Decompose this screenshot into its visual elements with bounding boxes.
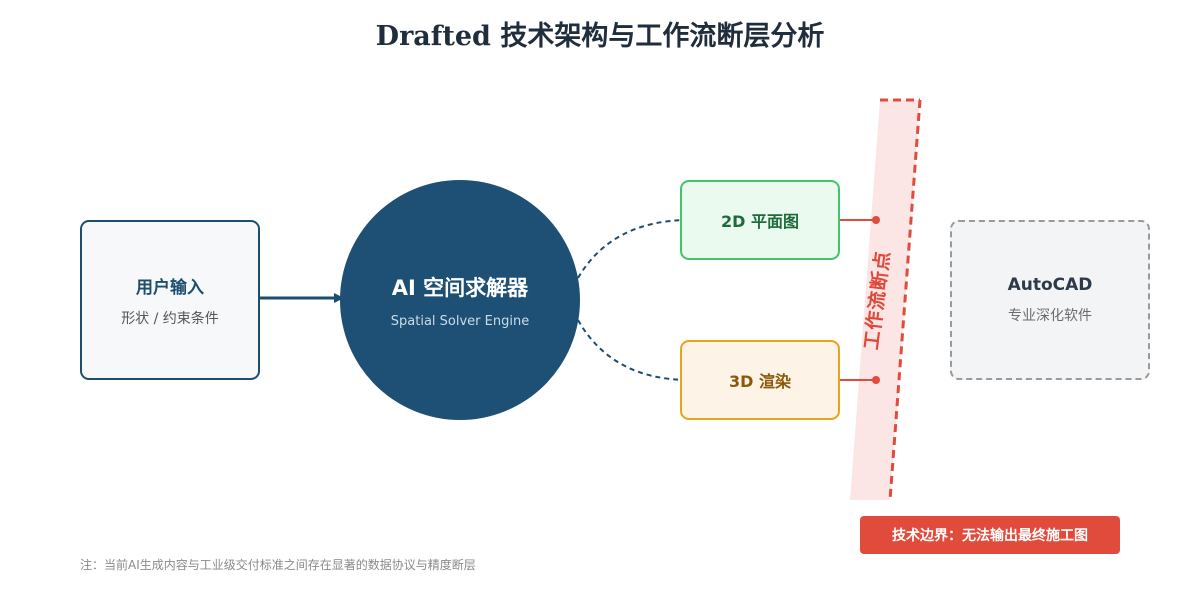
footnote: 注：当前AI生成内容与工业级交付标准之间存在显著的数据协议与精度断层 (80, 558, 476, 572)
autocad-label: AutoCAD (1007, 275, 1093, 295)
user-input-sublabel: 形状 / 约束条件 (121, 310, 219, 327)
page-title: Drafted 技术架构与工作流断层分析 (375, 21, 825, 52)
user-input-node: 用户输入 形状 / 约束条件 (80, 220, 260, 380)
autocad-sublabel: 专业深化软件 (1008, 308, 1092, 324)
render-3d-node: 3D 渲染 (680, 340, 840, 420)
breakpoint-band (850, 100, 920, 500)
user-input-label: 用户输入 (136, 277, 204, 298)
boundary-badge: 技术边界：无法输出最终施工图 (860, 516, 1120, 554)
autocad-node: AutoCAD 专业深化软件 (950, 220, 1150, 380)
breakpoint-dot-3d (872, 376, 880, 384)
solver-node: AI 空间求解器 Spatial Solver Engine (340, 180, 580, 420)
render-3d-label: 3D 渲染 (729, 372, 791, 391)
connector-solver-to-3d (577, 319, 692, 385)
breakpoint-band-right-edge (888, 99, 922, 501)
solver-label: AI 空间求解器 (391, 275, 529, 300)
solver-sublabel: Spatial Solver Engine (390, 313, 530, 329)
breakpoint-dot-2d (872, 216, 880, 224)
plan-2d-label: 2D 平面图 (721, 212, 799, 231)
connector-solver-to-2d (577, 215, 692, 279)
plan-2d-node: 2D 平面图 (680, 180, 840, 260)
